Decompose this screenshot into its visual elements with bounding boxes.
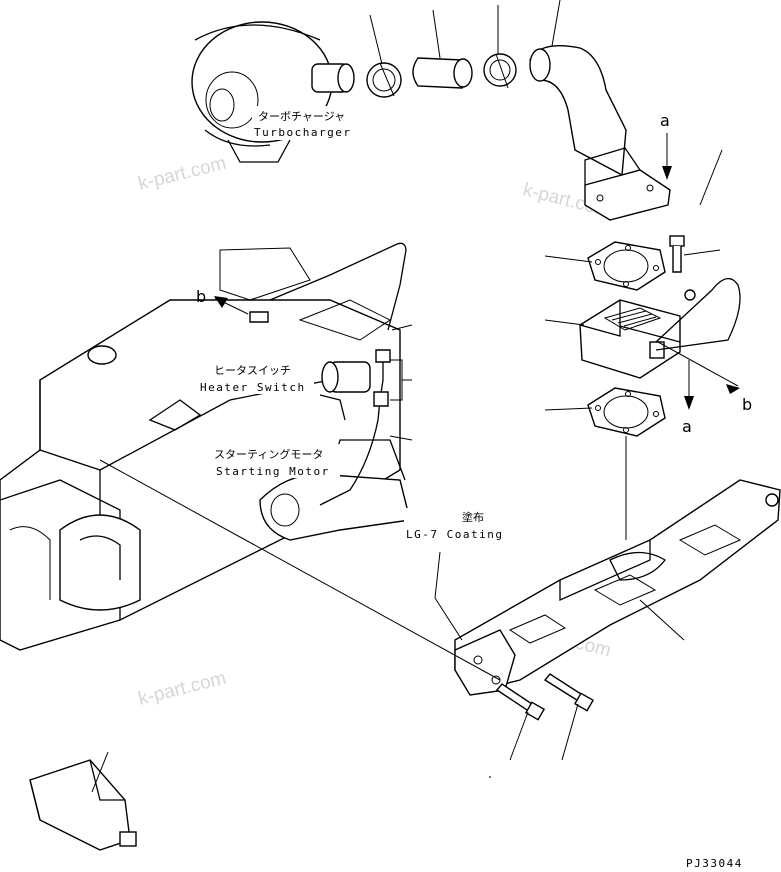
leader-coating-2 [434,597,463,641]
label-bg-coating [404,508,510,542]
label-bg-heater [198,360,314,394]
label-bg-turbo [252,106,360,140]
leader-hose [432,9,441,59]
leader-bolt-top [699,149,723,206]
wire-connector-2 [373,391,389,407]
leader-long-engine [99,459,501,681]
arrow-b-right-head [726,384,740,394]
turbocharger-label-en: Turbocharger [254,126,351,139]
starting-motor-label-en: Starting Motor [216,465,330,478]
leader-bolt-lower1 [509,711,529,761]
arrow-a-top-head [662,166,672,180]
heater-wire-to-b [657,341,739,387]
hose [412,57,473,89]
hose-clamp-1 [366,62,402,98]
leader-starting-motor [389,435,413,441]
starting-motor-label-jp: スターティングモータ [214,447,323,461]
wire-connector-1 [375,349,391,363]
heater-switch [319,361,371,421]
hose-clamp-2 [483,53,517,89]
leader-manifold [639,599,685,641]
label-bg-starter [210,444,340,478]
callout-a-top: a [660,111,670,130]
intake-heater [579,299,681,379]
wire-terminal [684,289,696,301]
callout-b-right: b [742,395,752,414]
leader-bolt-lower2 [561,703,579,761]
turbocharger-part [191,21,355,163]
coating-label-jp: 塗布 [462,510,484,524]
bolt-upper [669,235,685,273]
arrow-b-left-head [214,296,228,308]
leader-clamp1 [369,14,383,65]
starting-motor [259,439,411,541]
callout-a-bottom: a [682,417,692,436]
wiring-top [269,242,407,331]
drawing-code: PJ33044 [686,857,743,870]
heater-switch-label-jp: ヒータスイッチ [214,364,291,377]
gasket-upper [587,241,666,291]
callout-b-left: b [196,287,206,306]
turbocharger-label-jp: ターボチャージャ [258,110,345,123]
watermark-4: k-part.com [136,668,228,710]
manifold-bolt-1 [495,683,546,721]
elbow-connector [529,45,671,221]
leader-elbow [551,0,561,47]
leader-small-part [91,751,109,793]
heater-switch-label-en: Heater Switch [200,381,306,394]
leader-bolt-right [683,249,721,256]
watermark-1: k-part.com [136,153,228,195]
intake-manifold [454,479,781,696]
leader-heater-switch-wire [391,324,413,331]
wiring-down [319,355,384,506]
b-connector-end [249,311,269,323]
gasket-lower [587,387,666,437]
coating-label-en: LG-7 Coating [406,528,503,541]
arrow-a-bottom-head [684,396,694,410]
leader-gasket1 [544,255,593,263]
leader-heater [544,319,585,326]
leader-coating [434,551,441,599]
heater-wire [655,278,741,351]
small-bracket-part [29,759,137,851]
leader-gasket2 [544,407,593,411]
manifold-bolt-2 [543,673,595,712]
